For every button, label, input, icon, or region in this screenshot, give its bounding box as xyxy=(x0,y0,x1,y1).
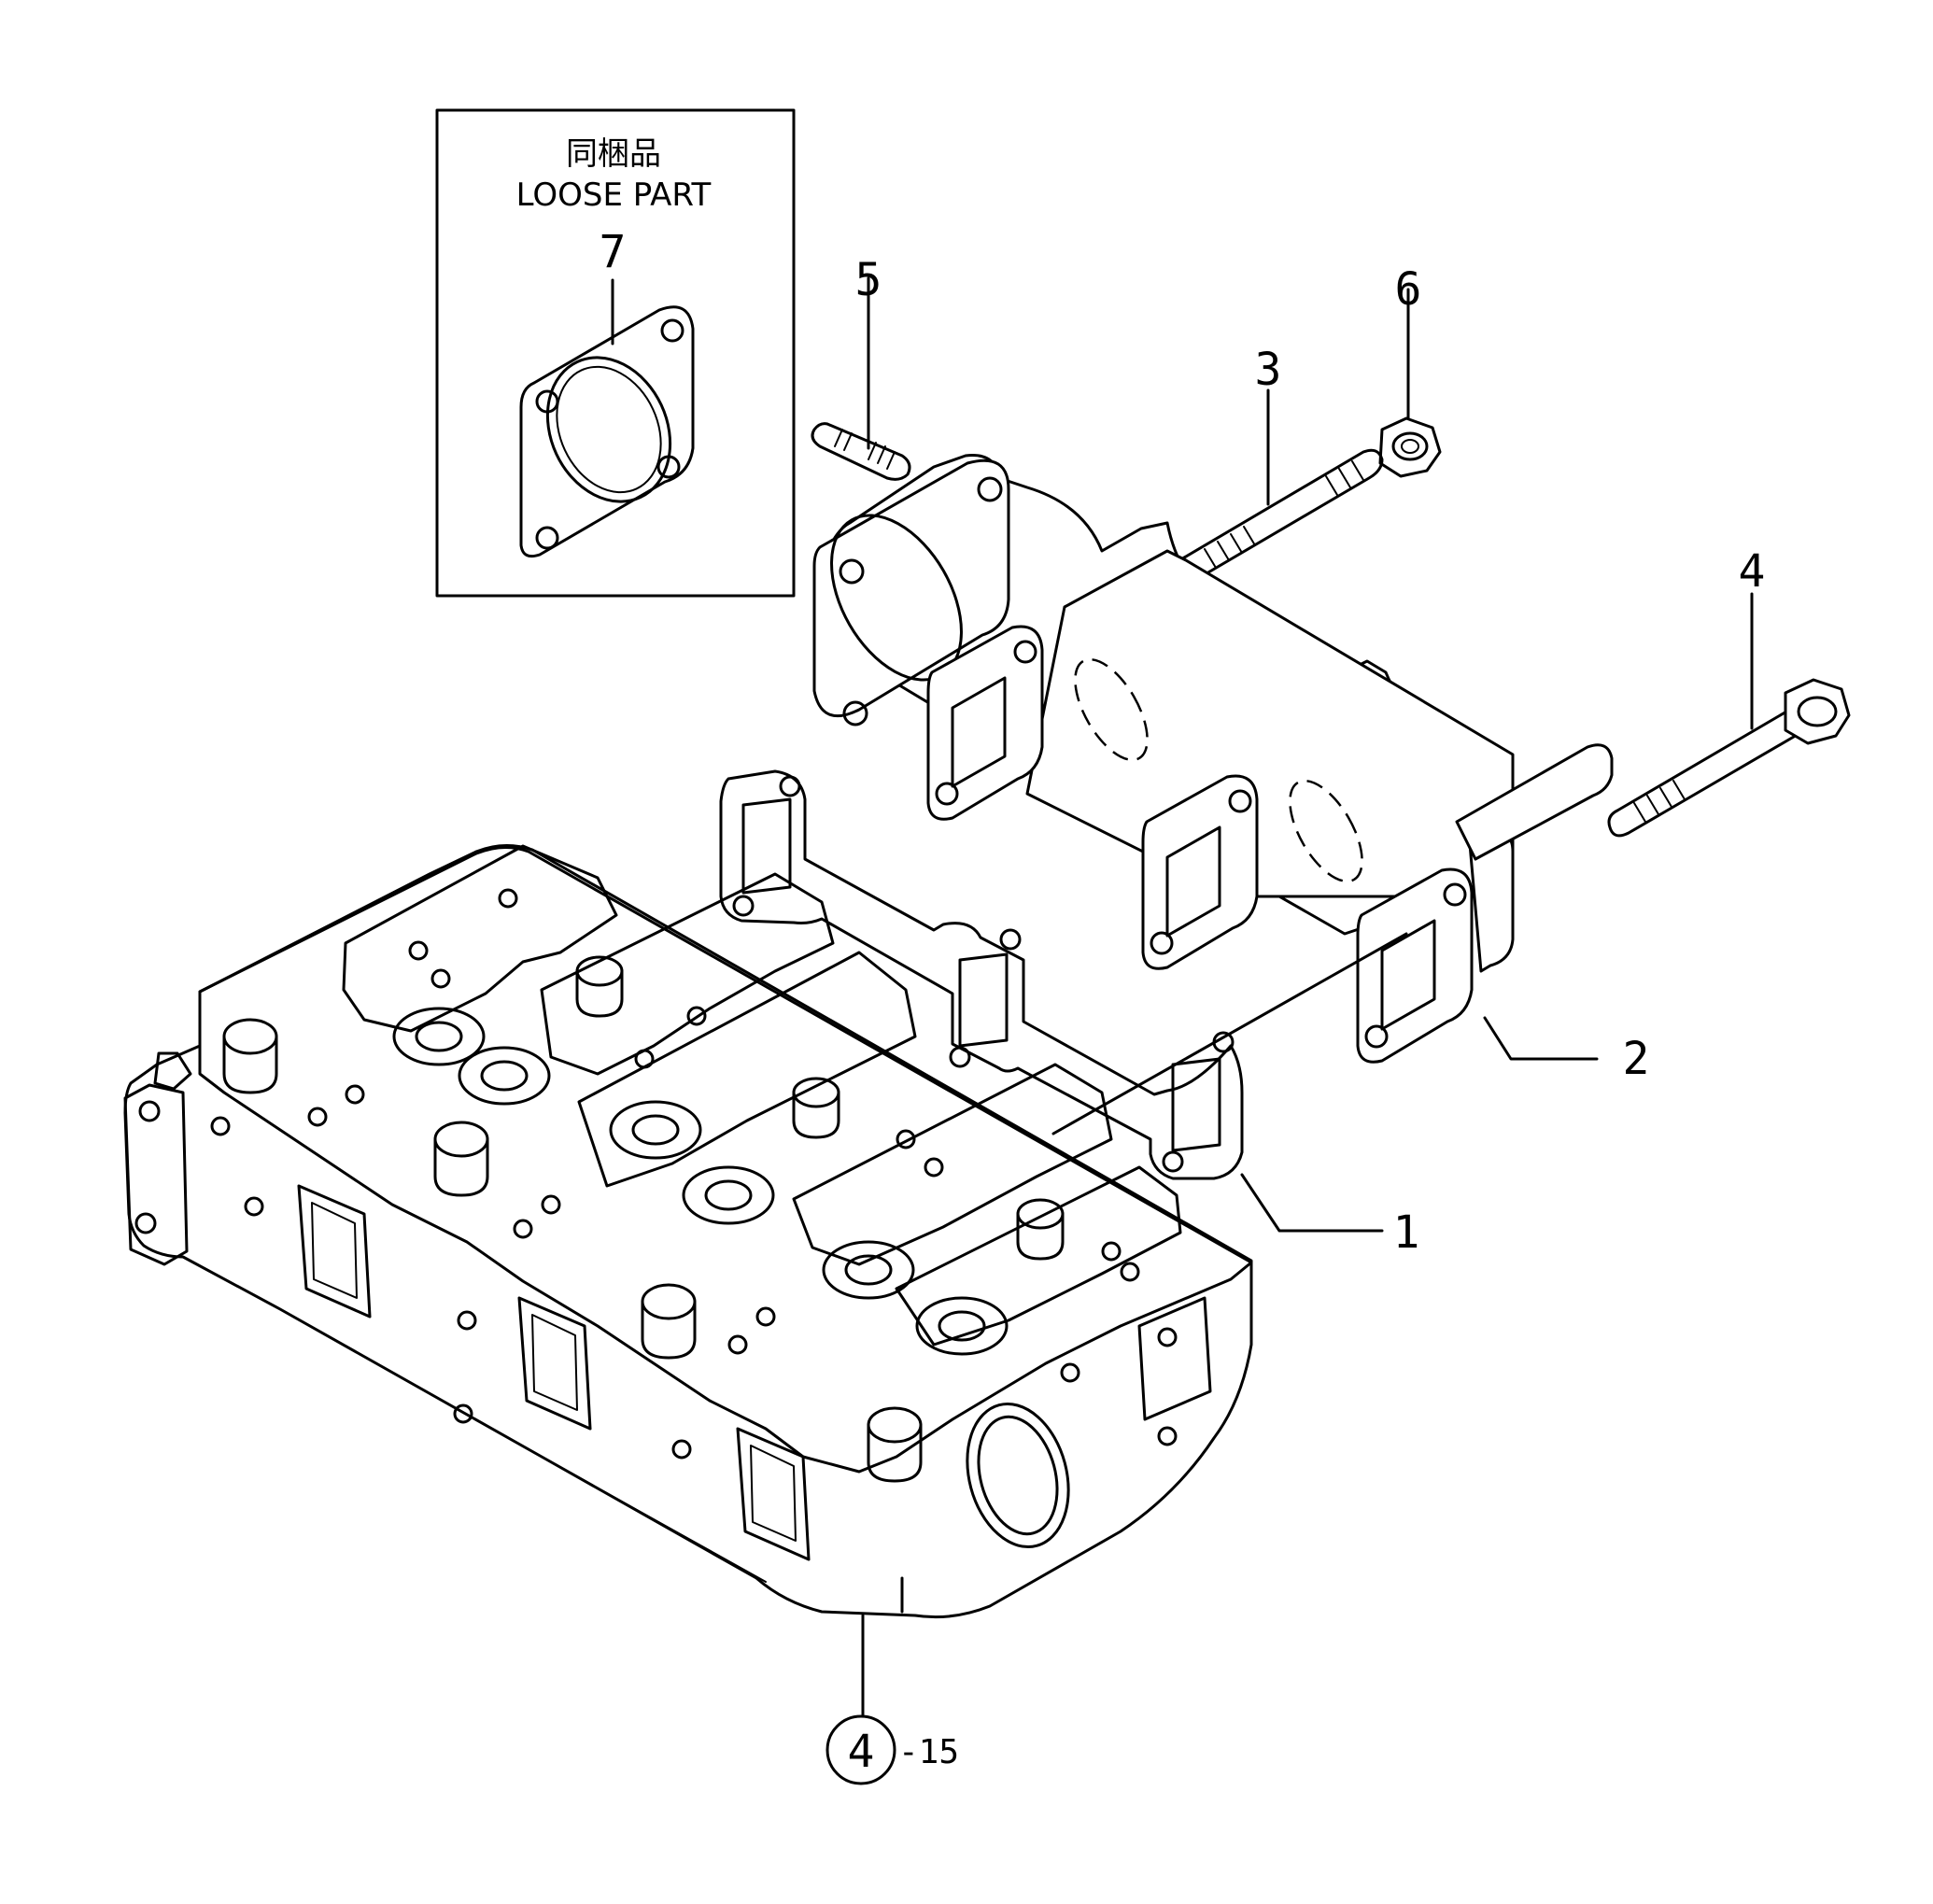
part-5-stud xyxy=(811,422,911,481)
callout-3: 3 xyxy=(1255,344,1282,396)
reference-suffix: -15 xyxy=(898,1733,959,1771)
leader-2 xyxy=(1483,1016,1599,1061)
part-3-stud xyxy=(1176,448,1384,584)
callout-2: 2 xyxy=(1623,1033,1650,1085)
leader-1-head xyxy=(1051,932,1408,1135)
leader-1 xyxy=(1240,1173,1384,1233)
reference-circle xyxy=(825,1714,896,1785)
loose-part-frame xyxy=(435,108,796,598)
callout-4: 4 xyxy=(1739,545,1766,598)
callout-6: 6 xyxy=(1395,263,1422,316)
reference-number: 4 xyxy=(848,1726,875,1778)
part-1-gasket xyxy=(719,769,1244,1180)
loose-part-title-jp: 同梱品 xyxy=(566,135,661,173)
callout-5: 5 xyxy=(855,254,882,306)
callout-1: 1 xyxy=(1393,1206,1420,1259)
part-2-manifold xyxy=(812,454,1614,1064)
loose-part-title-en: LOOSE PART xyxy=(516,176,712,214)
cylinder-head xyxy=(123,844,1253,1619)
loose-part-box: 同梱品 LOOSE PART xyxy=(435,108,796,598)
reference-callout: 4 -15 xyxy=(825,1714,959,1785)
part-4-bolt xyxy=(1607,678,1851,838)
part-6-nut xyxy=(1378,416,1442,478)
callout-7: 7 xyxy=(600,226,627,278)
part-7-gasket xyxy=(519,305,695,558)
